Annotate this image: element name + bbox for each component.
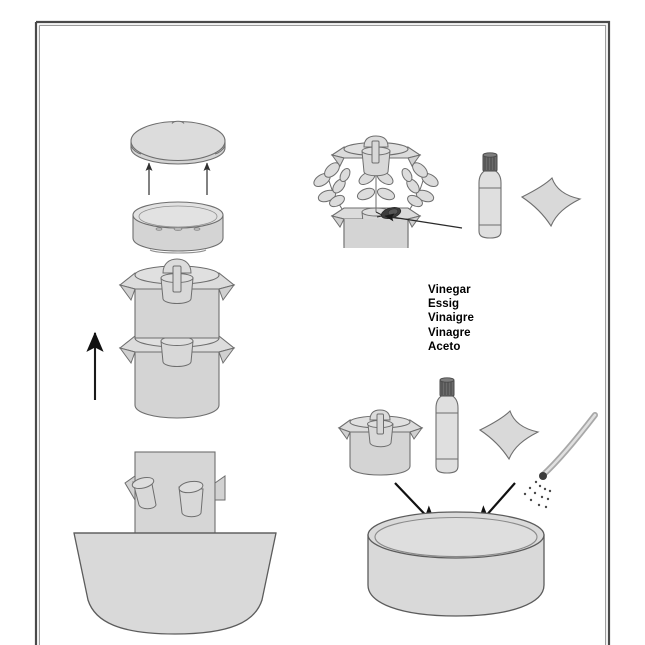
vinegar-bottle-top	[478, 152, 502, 239]
page-border	[34, 20, 611, 645]
assembly-exploded-view	[86, 120, 236, 419]
plant-sprout-left	[313, 162, 351, 213]
stacked-planter-tiers	[118, 258, 236, 419]
snail-pest	[375, 207, 402, 219]
water-basin-bowl	[73, 532, 277, 635]
planter-lid-disc	[130, 120, 226, 165]
pest-pointer-line	[384, 213, 463, 229]
lid-attach-arrows	[145, 162, 211, 195]
wash-basin	[367, 511, 545, 617]
planter-base-tray	[132, 201, 224, 254]
water-spray-droplets	[523, 480, 552, 509]
cleaning-cloth-top	[520, 176, 582, 228]
planter-pot-bottom	[337, 409, 424, 476]
column-pocket-left	[131, 476, 157, 510]
cleaning-step-view	[337, 377, 598, 617]
plant-sprout-right	[401, 162, 439, 213]
vinegar-bottle-bottom	[435, 377, 459, 474]
planted-tower-pest-view	[313, 135, 582, 248]
basin-with-column-view	[73, 451, 277, 635]
water-hose-sprayer	[523, 412, 598, 509]
plant-sprouts	[313, 162, 439, 213]
column-pocket-right	[178, 480, 204, 518]
cleaning-cloth-bottom	[478, 409, 540, 461]
